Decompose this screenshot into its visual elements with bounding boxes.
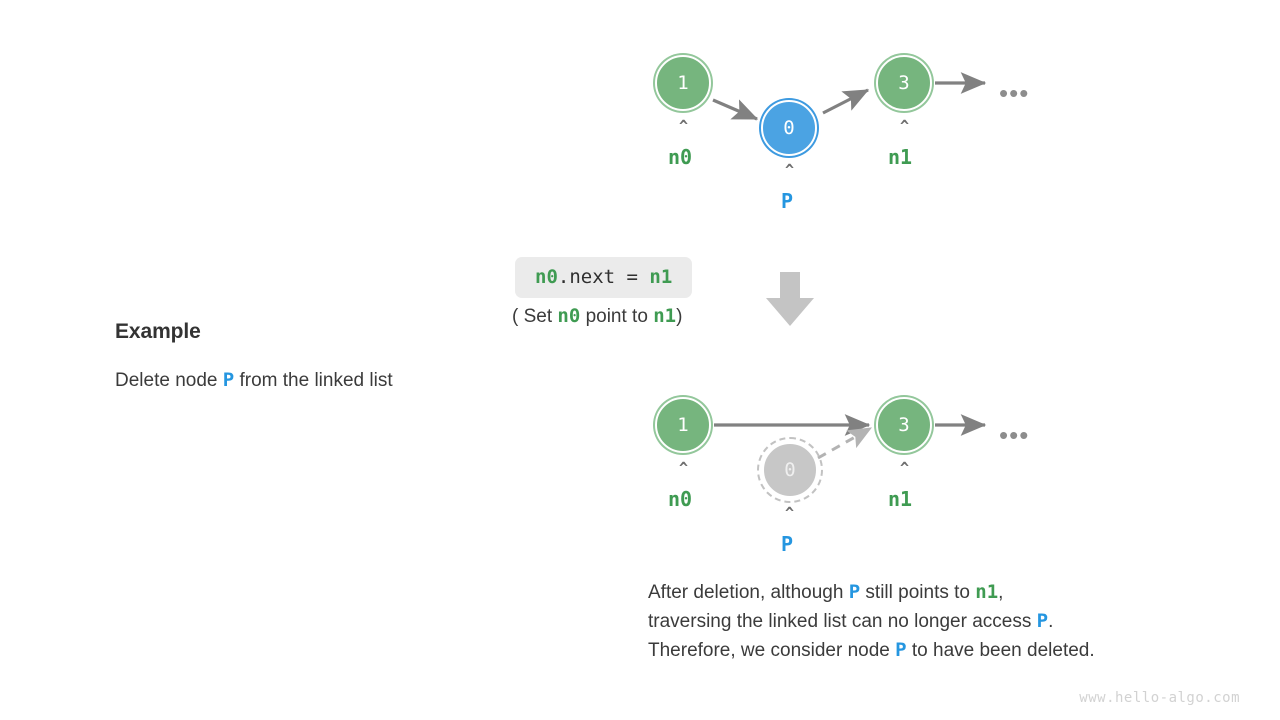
link-deleted-to-n1-dashed bbox=[817, 426, 873, 460]
caption-l1b: still points to bbox=[860, 582, 976, 603]
operation-code-box: n0.next = n1 bbox=[515, 257, 693, 298]
caret-n0-before: ^ bbox=[679, 117, 689, 135]
caption-l3-pointer: P bbox=[895, 639, 907, 661]
node-p-after-deleted[interactable]: 0 bbox=[762, 442, 818, 498]
deleted-node-dashed-ring bbox=[757, 437, 823, 503]
sub-close: ) bbox=[676, 306, 683, 327]
operation-description: ( Set n0 point to n1) bbox=[512, 305, 682, 328]
code-middle: .next = bbox=[557, 266, 650, 288]
desc-pointer: P bbox=[222, 369, 235, 391]
desc-suffix: from the linked list bbox=[234, 370, 393, 391]
caption-line-2: traversing the linked list can no longer… bbox=[648, 607, 1095, 636]
link-P-to-n1 bbox=[822, 88, 870, 115]
sub-middle: point to bbox=[580, 306, 654, 327]
ellipsis-before: ••• bbox=[999, 78, 1030, 108]
node-n0-before[interactable]: 1 bbox=[655, 55, 711, 111]
caption-l1a: After deletion, although bbox=[648, 582, 849, 603]
pointer-label-p-after: P bbox=[781, 532, 794, 556]
caption-l2b: . bbox=[1048, 611, 1054, 632]
pointer-label-n0-after: n0 bbox=[668, 487, 693, 511]
caption-l2a: traversing the linked list can no longer… bbox=[648, 611, 1037, 632]
code-node-to: n1 bbox=[649, 266, 673, 288]
caption-l1c: , bbox=[998, 582, 1004, 603]
page-title: Example bbox=[115, 320, 201, 343]
sub-node-to: n1 bbox=[653, 305, 677, 327]
pointer-label-n1-before: n1 bbox=[888, 145, 913, 169]
pointer-label-p-before: P bbox=[781, 189, 794, 213]
caption-l3b: to have been deleted. bbox=[906, 640, 1095, 661]
link-n0-to-P bbox=[712, 98, 759, 121]
down-arrow-icon bbox=[766, 272, 814, 326]
desc-prefix: Delete node bbox=[115, 370, 223, 391]
node-p-before[interactable]: 0 bbox=[761, 100, 817, 156]
caret-p-after: ^ bbox=[785, 504, 795, 522]
caret-p-before: ^ bbox=[785, 161, 795, 179]
caret-n0-after: ^ bbox=[679, 459, 689, 477]
caption-line-3: Therefore, we consider node P to have be… bbox=[648, 636, 1095, 665]
deletion-caption: After deletion, although P still points … bbox=[648, 578, 1095, 665]
node-n1-before[interactable]: 3 bbox=[876, 55, 932, 111]
caret-n1-after: ^ bbox=[900, 459, 910, 477]
pointer-label-n0-before: n0 bbox=[668, 145, 693, 169]
watermark: www.hello-algo.com bbox=[1079, 690, 1240, 706]
caption-l2-pointer: P bbox=[1036, 610, 1049, 632]
node-n1-after[interactable]: 3 bbox=[876, 397, 932, 453]
caption-l1-pointer: P bbox=[848, 581, 861, 603]
node-n0-after[interactable]: 1 bbox=[655, 397, 711, 453]
example-description: Delete node P from the linked list bbox=[115, 369, 515, 392]
pointer-label-n1-after: n1 bbox=[888, 487, 913, 511]
ellipsis-after: ••• bbox=[999, 420, 1030, 450]
caption-l1-node: n1 bbox=[975, 581, 999, 603]
caret-n1-before: ^ bbox=[900, 117, 910, 135]
code-node-from: n0 bbox=[535, 266, 558, 288]
caption-l3a: Therefore, we consider node bbox=[648, 640, 896, 661]
sub-open: ( Set bbox=[512, 306, 558, 327]
sub-node-from: n0 bbox=[557, 305, 581, 327]
example-block: Example Delete node P from the linked li… bbox=[115, 320, 515, 392]
caption-line-1: After deletion, although P still points … bbox=[648, 578, 1095, 607]
